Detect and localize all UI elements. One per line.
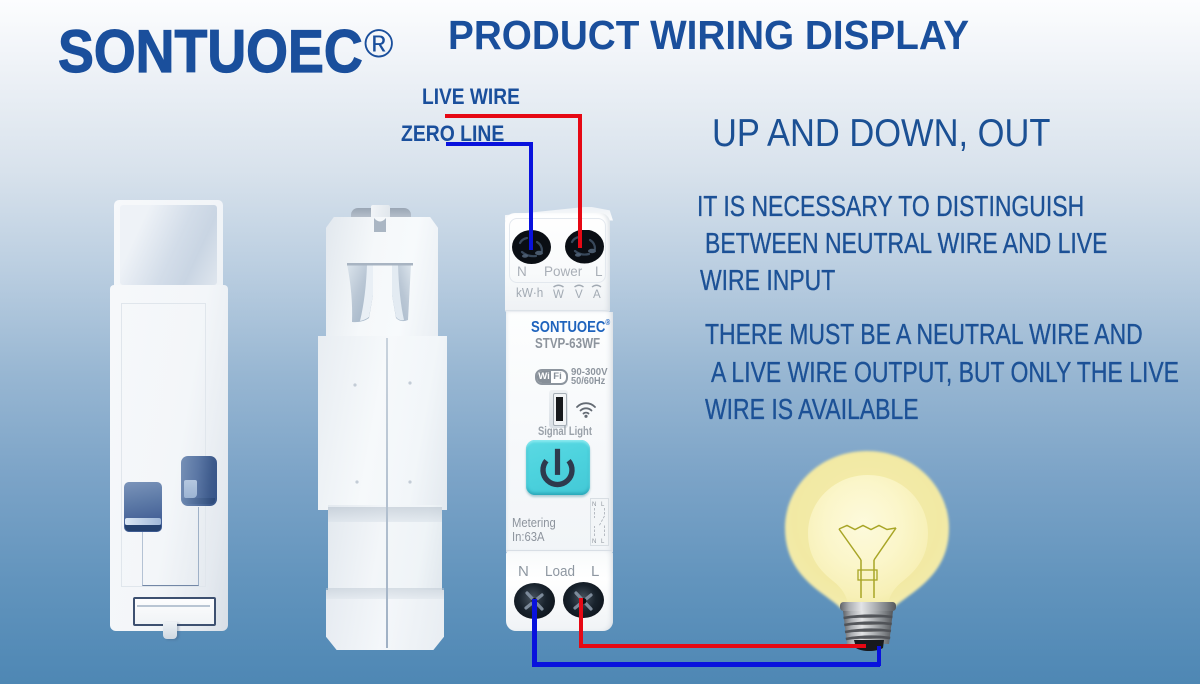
svg-text:N: N [592,539,596,545]
svg-text:V: V [575,289,583,301]
svg-text:L: L [601,502,605,508]
svg-text:A: A [593,289,601,301]
svg-text:N: N [592,502,596,508]
svg-text:L: L [601,539,605,545]
svg-text:W: W [553,289,564,301]
